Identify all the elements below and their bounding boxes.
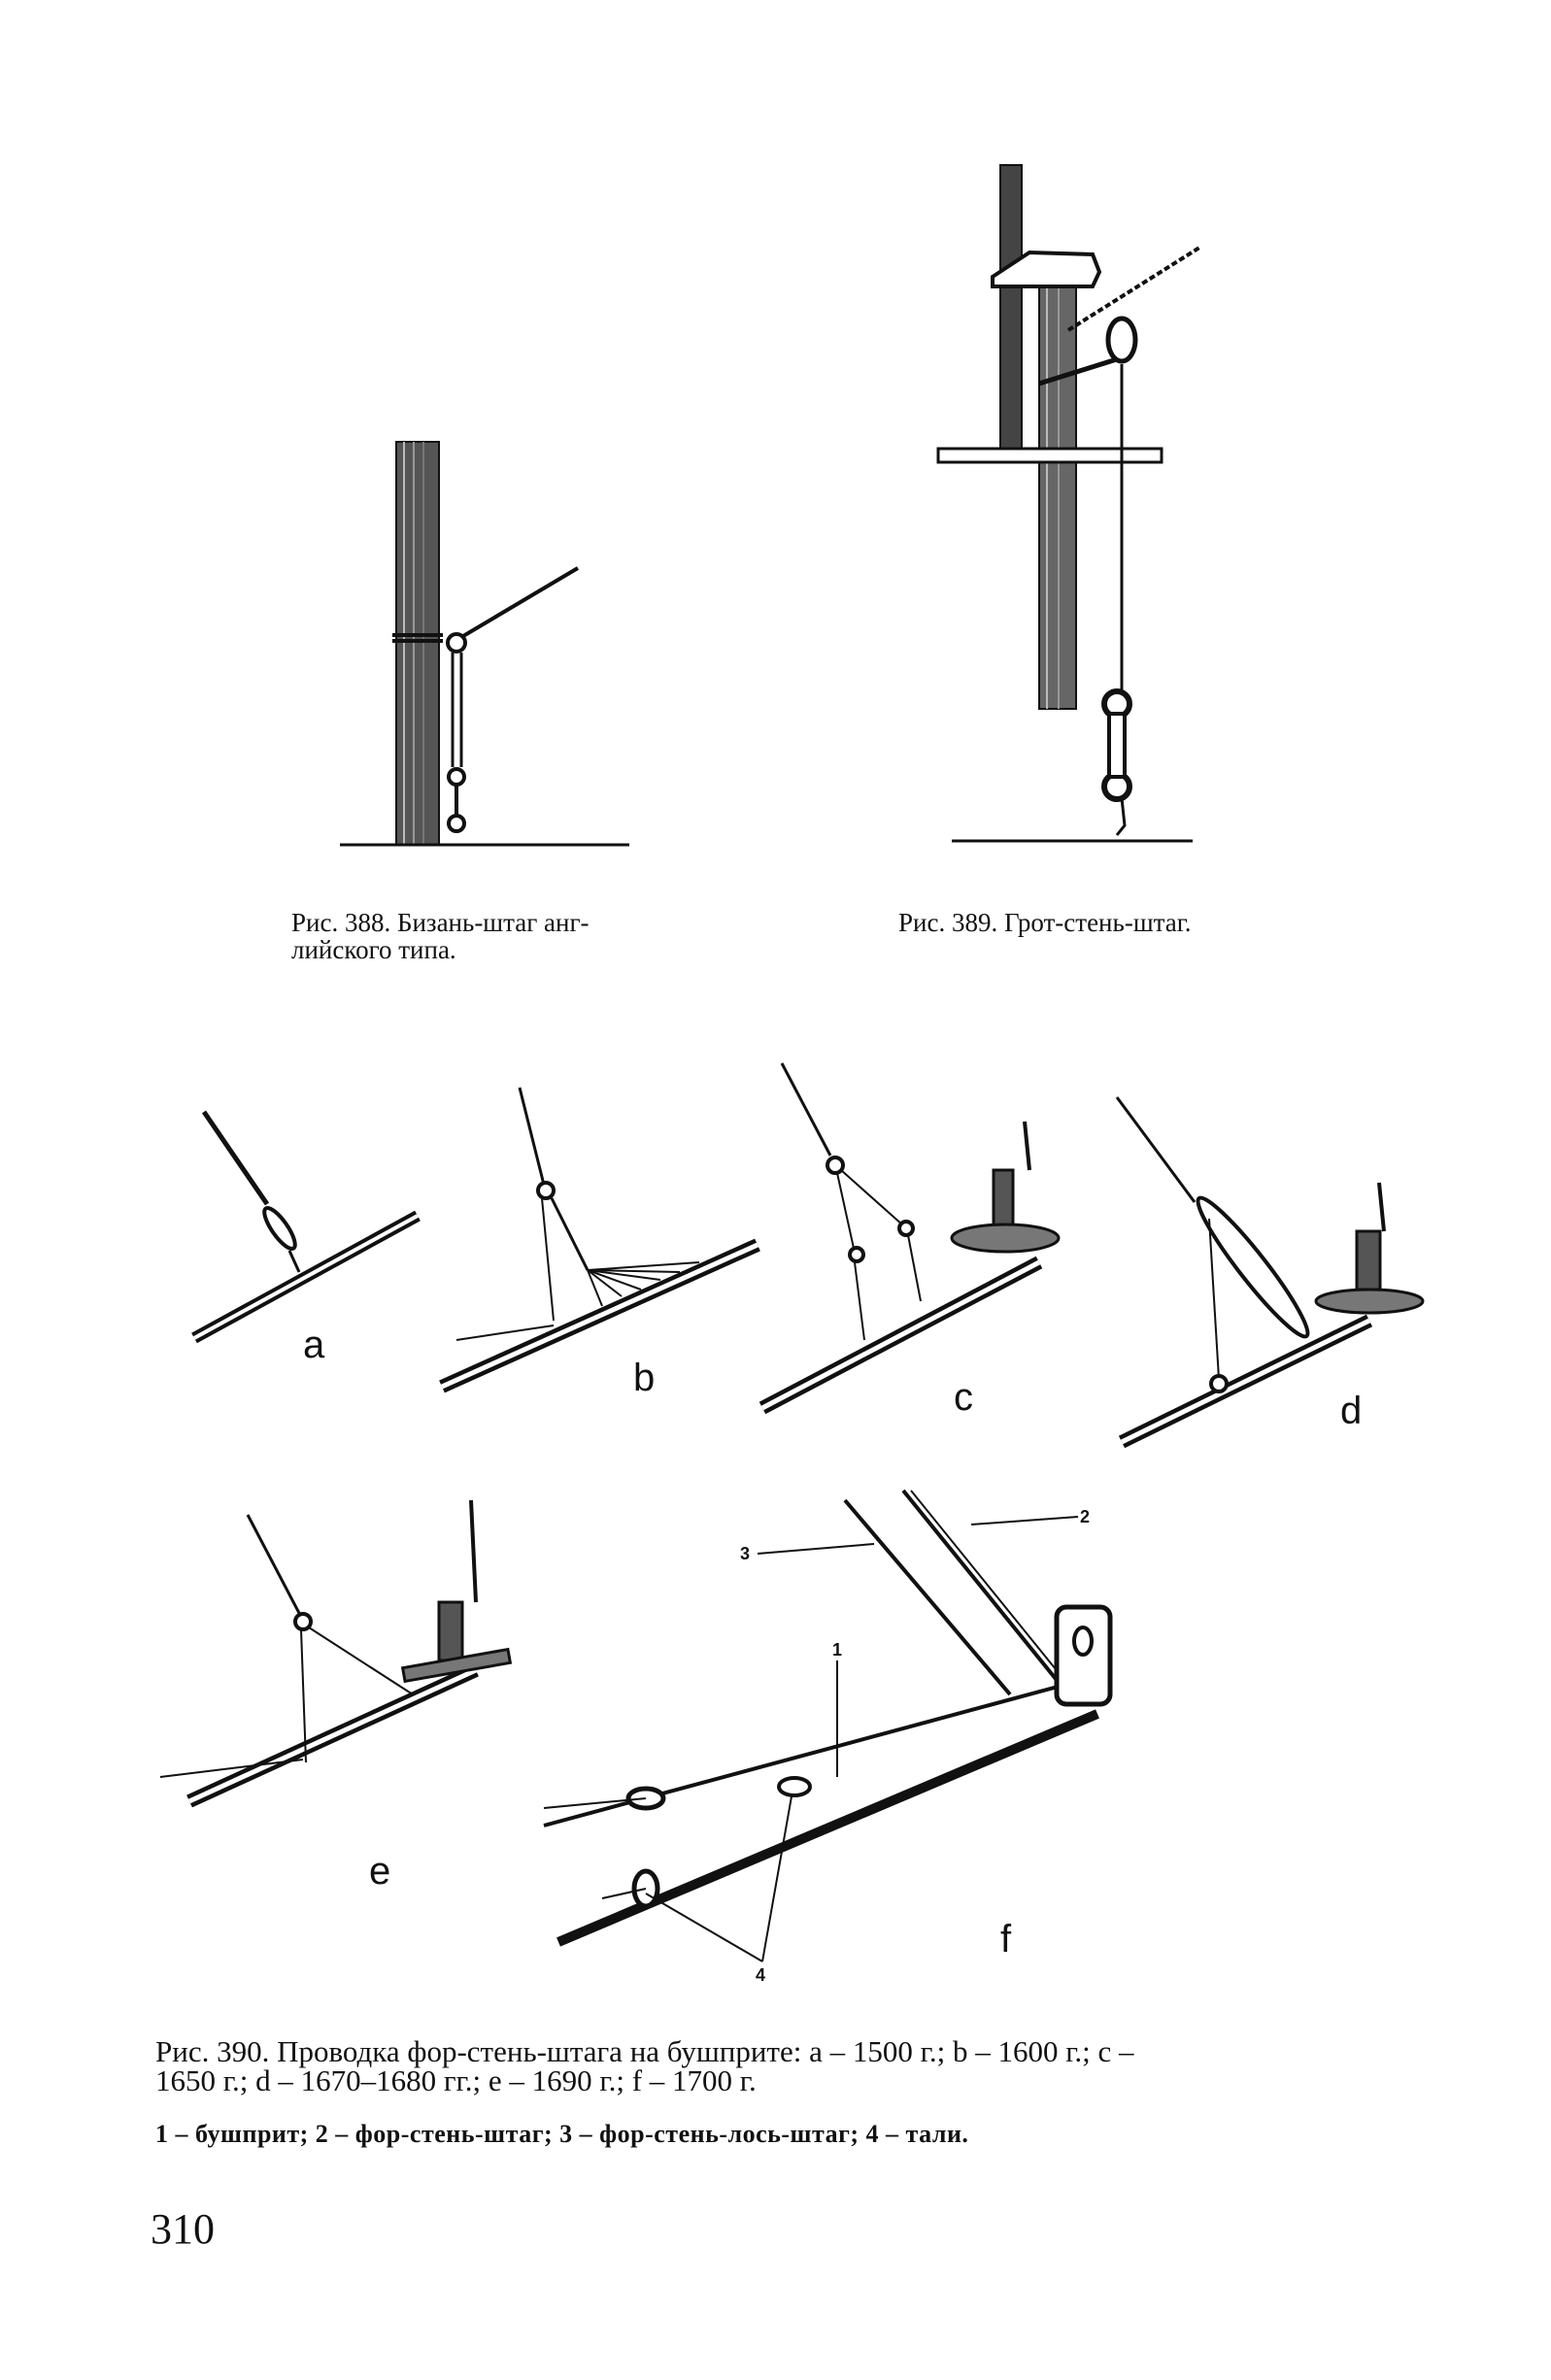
fig-389-drawing xyxy=(932,155,1224,864)
panel-label-d: d xyxy=(1340,1390,1362,1432)
callout-2: 2 xyxy=(1080,1507,1090,1526)
fig-388-caption-line2: лийского типа. xyxy=(291,935,456,964)
page-number: 310 xyxy=(151,2205,215,2253)
fig-388-caption: Рис. 388. Бизань-штаг анг- лийского типа… xyxy=(291,909,590,963)
fig-390-caption: Рис. 390. Проводка фор-стень-штага на бу… xyxy=(155,2034,1437,2097)
fig-390-caption-line2: 1650 г.; d – 1670–1680 гг.; e – 1690 г.;… xyxy=(155,2063,757,2097)
panel-label-f: f xyxy=(1000,1918,1012,1961)
callout-3: 3 xyxy=(740,1544,750,1563)
panel-label-a: a xyxy=(303,1324,325,1366)
panel-label-b: b xyxy=(633,1357,655,1399)
callout-4: 4 xyxy=(756,1965,765,1985)
panel-label-e: e xyxy=(369,1850,390,1893)
fig-390-legend: 1 – бушприт; 2 – фор-стень-штаг; 3 – фор… xyxy=(155,2120,969,2148)
panel-label-c: c xyxy=(954,1376,973,1419)
callout-1: 1 xyxy=(832,1640,842,1659)
fig-388-drawing xyxy=(320,427,631,855)
fig-389-caption: Рис. 389. Грот-стень-штаг. xyxy=(898,908,1192,937)
fig-390-caption-line1: Рис. 390. Проводка фор-стень-штага на бу… xyxy=(155,2034,1134,2068)
fig-388-caption-line1: Рис. 388. Бизань-штаг анг- xyxy=(291,908,590,937)
fig-390-panels: a b c d e f 1 2 3 4 xyxy=(159,1062,1425,1985)
